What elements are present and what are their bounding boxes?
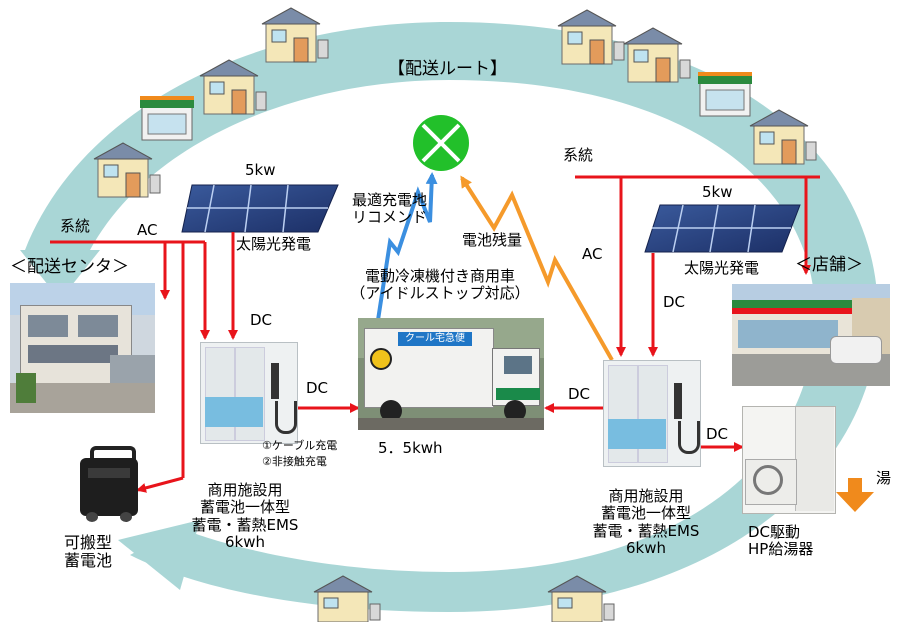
heater-line-1: DC駆動 (748, 523, 801, 541)
house-icon (199, 59, 267, 115)
house-icon (623, 27, 691, 83)
right-grid-label: 系統 (563, 146, 594, 164)
house-icon (93, 142, 161, 198)
left-solar-label: 太陽光発電 (236, 235, 312, 253)
route-buildings (93, 7, 817, 623)
portable-battery-label: 可搬型 蓄電池 (58, 533, 118, 571)
distribution-center-header: ＜配送センタ＞ (10, 257, 129, 277)
hot-water-arrow-icon (836, 478, 874, 512)
power-lines-right (544, 175, 820, 452)
portable-line-2: 蓄電池 (63, 551, 112, 571)
left-storage-label: 商用施設用 蓄電池一体型 蓄電・蓄熱EMS 6kwh (180, 481, 310, 551)
left-grid-label: 系統 (60, 217, 91, 235)
charging-option-cable: ①ケーブル充電 (262, 439, 338, 452)
distribution-center-photo (10, 283, 155, 413)
truck-capacity: 5．5kwh (378, 439, 443, 457)
left-storage-line-1: 商用施設用 (207, 481, 283, 499)
power-lines-left (50, 232, 360, 493)
truck-title: 電動冷凍機付き商用車 （アイドルストップ対応） (320, 267, 560, 303)
store-header: ＜店舗＞ (795, 255, 863, 275)
convenience-store-icon (140, 96, 194, 141)
left-storage-line-4: 6kwh (224, 532, 265, 551)
hp-water-heater-label: DC駆動 HP給湯器 (748, 523, 814, 559)
storage-unit-left (200, 342, 298, 444)
delivery-truck-photo: クール宅急便 (358, 318, 544, 430)
house-icon (557, 9, 625, 65)
right-solar-capacity: 5kw (702, 183, 733, 201)
convenience-store-icon (698, 72, 752, 117)
battery-remaining-label: 電池残量 (462, 231, 523, 249)
charging-option-wireless: ②非接触充電 (262, 455, 327, 468)
charging-target-icon (413, 115, 469, 171)
hp-water-heater-photo (742, 406, 836, 514)
house-icon (261, 7, 329, 63)
delivery-route-ring (20, 22, 878, 612)
right-storage-line-4: 6kwh (625, 538, 666, 557)
left-ac-label: AC (137, 221, 158, 239)
solar-panel-icon-right (644, 204, 801, 253)
left-dc-label: DC (250, 311, 273, 329)
recommend-line-2: リコメンド (352, 208, 428, 227)
left-storage-line-2: 蓄電池一体型 (199, 498, 290, 517)
right-dc-to-heater-label: DC (706, 425, 729, 443)
right-solar-label: 太陽光発電 (684, 259, 760, 277)
solar-panel-icon-left (181, 184, 339, 233)
store-photo (732, 284, 890, 386)
left-solar-capacity: 5kw (245, 161, 276, 179)
portable-battery-icon (80, 446, 138, 522)
recommend-signal-line (376, 172, 438, 321)
right-storage-line-1: 商用施設用 (608, 487, 684, 505)
heater-line-2: HP給湯器 (748, 540, 814, 559)
right-storage-line-3: 蓄電・蓄熱EMS (592, 521, 700, 540)
truck-title-line-1: 電動冷凍機付き商用車 (364, 267, 515, 285)
right-dc-to-truck-label: DC (568, 385, 591, 403)
hot-water-label: 湯 (876, 469, 892, 487)
right-ac-label: AC (582, 245, 603, 263)
left-dc-to-truck-label: DC (306, 379, 329, 397)
house-icon (749, 109, 817, 165)
route-title: 【配送ルート】 (388, 59, 507, 79)
house-icon (547, 575, 615, 623)
recommend-line-1: 最適充電地 (352, 191, 428, 209)
left-storage-line-3: 蓄電・蓄熱EMS (191, 515, 299, 534)
truck-title-line-2: （アイドルストップ対応） (350, 284, 530, 303)
portable-line-1: 可搬型 (63, 533, 112, 552)
battery-remaining-signal-line (460, 175, 614, 361)
right-storage-label: 商用施設用 蓄電池一体型 蓄電・蓄熱EMS 6kwh (578, 487, 714, 557)
recommend-label: 最適充電地 リコメンド (352, 191, 428, 227)
storage-unit-right (603, 360, 701, 467)
truck-sign: クール宅急便 (398, 332, 472, 346)
right-storage-line-2: 蓄電池一体型 (600, 504, 691, 523)
house-icon (313, 575, 381, 623)
right-dc-label: DC (663, 293, 686, 311)
